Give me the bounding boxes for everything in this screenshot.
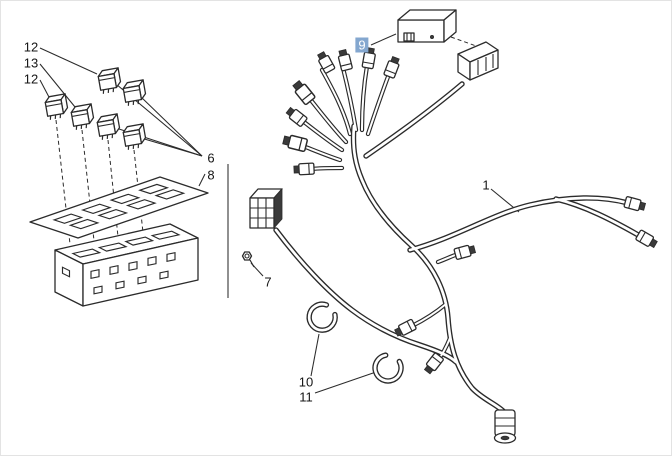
harness-end-connectors	[281, 46, 659, 376]
relay-mounting-plate	[29, 176, 209, 239]
callout-relay-low[interactable]: 12	[23, 71, 39, 87]
callout-control-module[interactable]: 9	[355, 37, 369, 53]
retaining-ring-upper	[306, 301, 338, 333]
callout-main-harness[interactable]: 1	[482, 177, 490, 193]
callout-relay-top[interactable]: 12	[23, 39, 39, 55]
leader-lines	[39, 33, 520, 394]
relay-group	[43, 67, 148, 151]
screw	[241, 251, 255, 268]
retaining-ring-lower	[372, 352, 404, 384]
callout-ring-upper[interactable]: 10	[298, 374, 314, 390]
harness-cables-outline	[276, 66, 640, 412]
connector-block	[249, 187, 283, 230]
round-connector	[493, 409, 517, 444]
callout-relay-group[interactable]: 6	[207, 150, 215, 166]
control-module	[397, 9, 457, 43]
callout-ring-lower[interactable]: 11	[299, 389, 313, 405]
module-connector	[457, 41, 499, 81]
callout-relay-plate[interactable]: 8	[207, 167, 215, 183]
callout-screw[interactable]: 7	[264, 274, 272, 290]
relay-holder-box	[54, 223, 199, 307]
callout-relay-mid[interactable]: 13	[23, 55, 39, 71]
